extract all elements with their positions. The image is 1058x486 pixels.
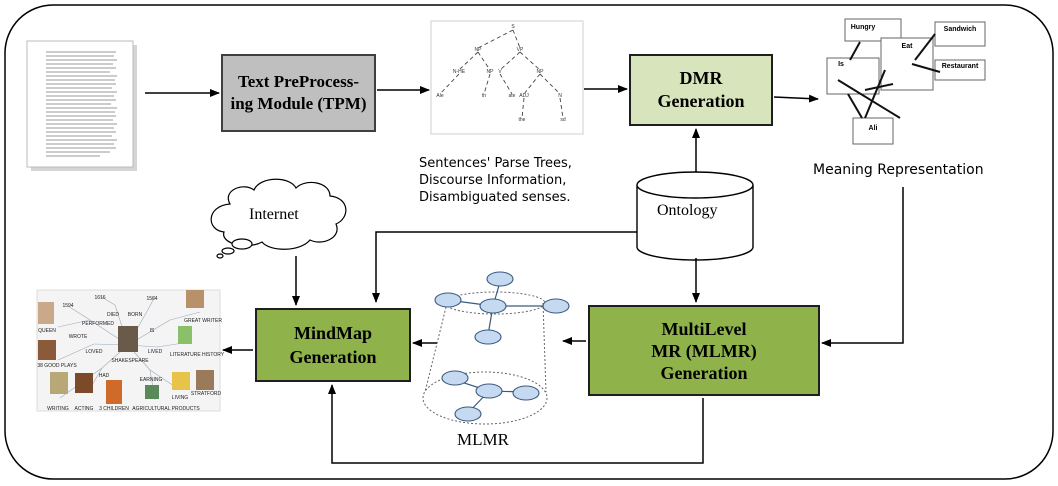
mindmap-node: WROTE	[69, 334, 88, 340]
internet-label: Internet	[249, 206, 299, 223]
internet-cloud	[210, 178, 347, 259]
mindmap-node: 1594	[62, 303, 73, 309]
svg-text:NP: NP	[487, 69, 495, 75]
svg-text:VP: VP	[517, 47, 524, 53]
mindmap-node: PERFORMED	[82, 321, 114, 327]
svg-text:V: V	[498, 69, 502, 75]
mindmap-node: LITERATURE HISTORY	[170, 352, 225, 358]
mindmap-node: BORN	[128, 312, 143, 318]
mindmap-image: 1594 1616 1564 DIED BORN PERFORMED QUEEN…	[36, 289, 225, 412]
parse-info-label: Sentences' Parse Trees, Discourse Inform…	[419, 156, 572, 205]
mlmr-label: MLMR	[457, 430, 509, 449]
document-icon	[26, 40, 137, 171]
mr-node-is: Is	[838, 61, 844, 68]
flow-arrows	[145, 85, 904, 464]
svg-text:NP: NP	[475, 47, 483, 53]
svg-text:ADJ: ADJ	[519, 93, 529, 99]
mindmap-node: STRATFORD	[191, 391, 222, 397]
mr-node-eat: Eat	[902, 43, 914, 50]
mlmr-generation-box: MultiLevel MR (MLMR) Generation	[588, 305, 820, 396]
svg-text:N: N	[558, 93, 562, 99]
mindmap-node: DIED	[107, 312, 119, 318]
mindmap-node: SHAKESPEARE	[111, 358, 149, 364]
svg-text:NP: NP	[537, 69, 545, 75]
mindmap-node: IS	[150, 328, 155, 334]
mindmap-node: 38 GOOD PLAYS	[37, 363, 77, 369]
mindmap-node: EARNING	[140, 377, 163, 383]
meaning-graph-image: Hungry Sandwich Eat Is Restaurant Ali	[826, 18, 986, 145]
outer-frame	[4, 4, 1054, 480]
meaning-representation-label: Meaning Representation	[813, 162, 984, 178]
mindmap-node: GREAT WRITER	[184, 318, 222, 324]
svg-text:ate: ate	[509, 93, 516, 99]
mindmap-node: QUEEN	[38, 328, 56, 334]
svg-text:the: the	[519, 117, 526, 123]
mr-node-hungry: Hungry	[851, 24, 876, 31]
mindmap-node: 3 CHILDREN	[99, 406, 129, 412]
svg-text:th: th	[482, 93, 486, 99]
tpm-box: Text PreProcess- ing Module (TPM)	[221, 54, 376, 132]
mr-node-ali: Ali	[869, 125, 878, 132]
mindmap-node: WRITING	[47, 406, 69, 412]
mindmap-node: LOVED	[86, 349, 103, 355]
svg-text:N-HE: N-HE	[453, 69, 466, 75]
svg-text:Ale: Ale	[436, 93, 443, 99]
mindmap-generation-box: MindMap Generation	[255, 308, 411, 382]
svg-text:sd: sd	[560, 117, 566, 123]
mindmap-node: HAD	[99, 373, 110, 379]
mindmap-node: 1616	[94, 295, 105, 301]
dmr-generation-box: DMR Generation	[629, 54, 773, 126]
ontology-cylinder	[636, 171, 754, 261]
mlmr-graph	[422, 271, 570, 425]
mindmap-node: ACTING	[75, 406, 94, 412]
mindmap-node: 1564	[146, 296, 157, 302]
ontology-label: Ontology	[657, 202, 718, 219]
mindmap-node: AGRICULTURAL PRODUCTS	[132, 406, 200, 412]
mindmap-node: LIVING	[172, 395, 189, 401]
svg-text:S: S	[511, 24, 515, 30]
mr-node-sandwich: Sandwich	[944, 26, 977, 33]
mindmap-node: LIVED	[148, 349, 163, 355]
mr-node-restaurant: Restaurant	[942, 63, 979, 70]
